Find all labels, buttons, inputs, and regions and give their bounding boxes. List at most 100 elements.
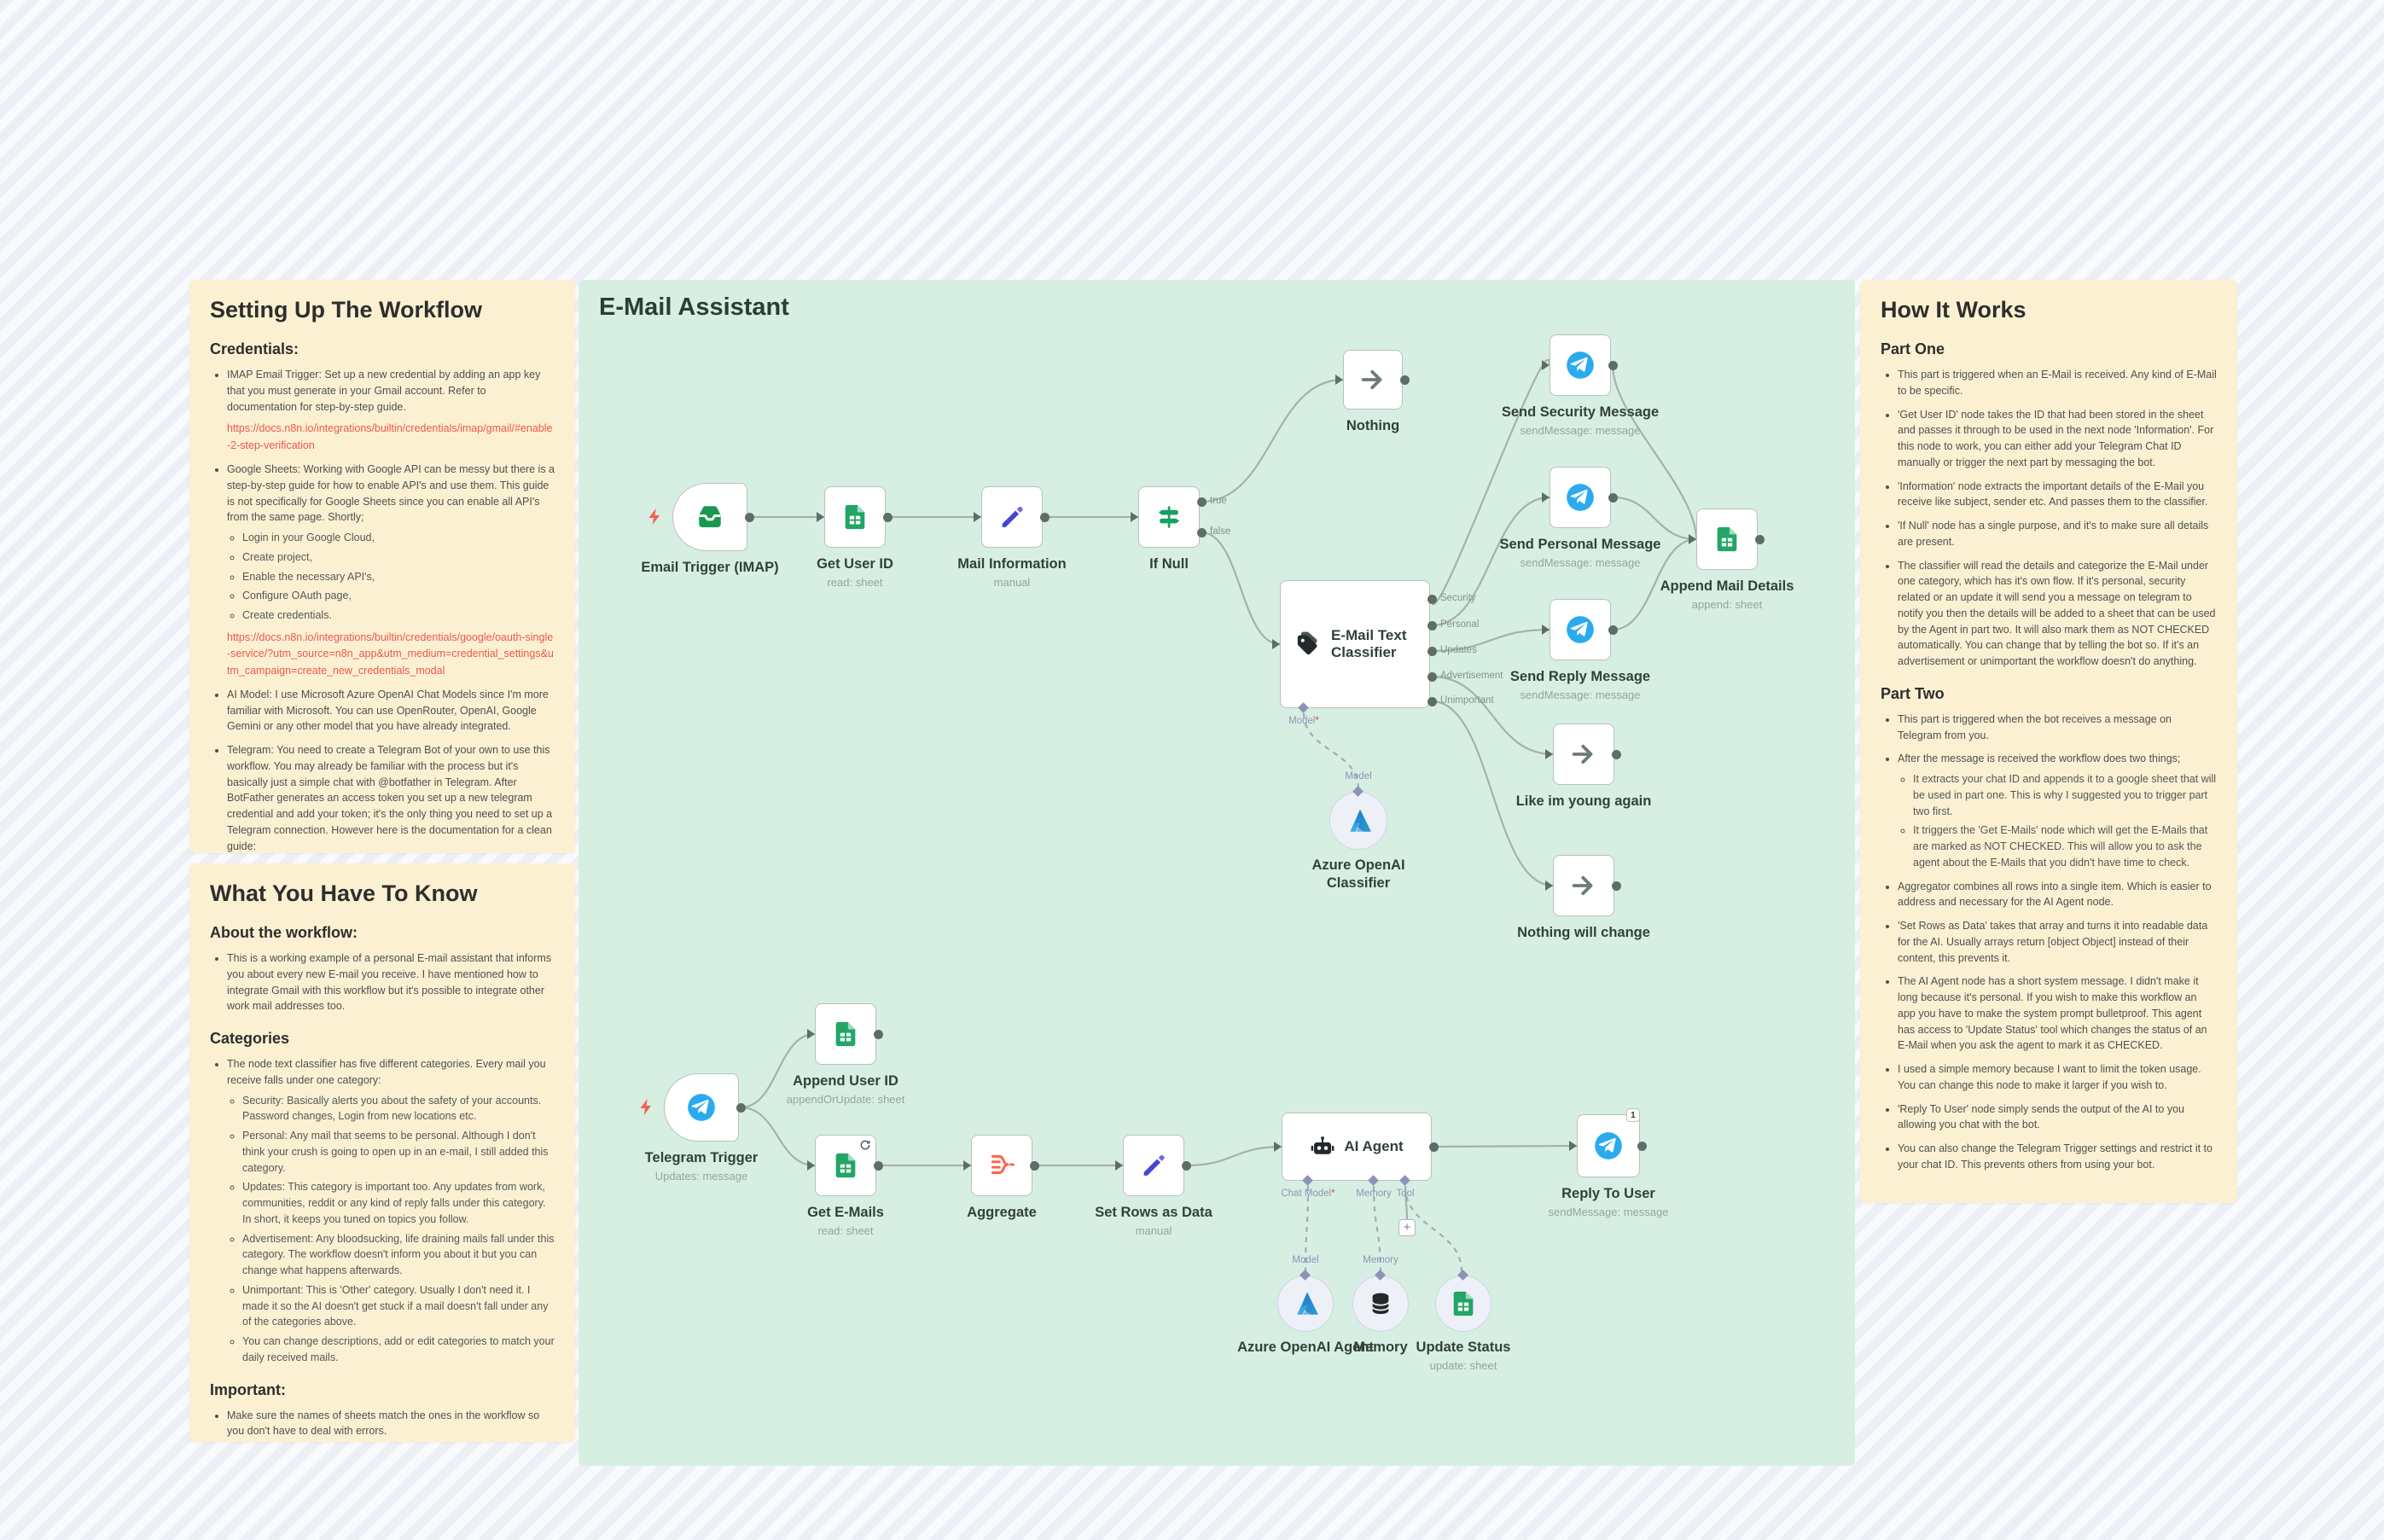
get-e-mails[interactable]: [815, 1135, 876, 1196]
azure-openai-agent[interactable]: [1277, 1276, 1334, 1332]
sheets-icon: [840, 503, 869, 532]
output-port[interactable]: [1427, 671, 1437, 682]
output-port[interactable]: [736, 1102, 746, 1113]
input-port[interactable]: [1542, 625, 1550, 635]
append-user-id[interactable]: [815, 1003, 876, 1065]
note-sub-bullet: Security: Basically alerts you about the…: [242, 1093, 555, 1125]
output-port[interactable]: [1182, 1160, 1191, 1171]
note-sub-bullet: Create credentials.: [242, 607, 555, 624]
output-port-label: Unimportant: [1440, 695, 1494, 706]
note-title: What You Have To Know: [210, 880, 478, 906]
output-port[interactable]: [745, 512, 754, 522]
sync-icon: [859, 1139, 871, 1155]
reply-to-user[interactable]: [1577, 1114, 1640, 1177]
telegram-trigger[interactable]: [664, 1073, 739, 1142]
note-bullet: This part is triggered when an E-Mail is…: [1898, 367, 2217, 399]
input-port[interactable]: [1542, 492, 1550, 503]
get-user-id[interactable]: [824, 486, 886, 548]
input-port[interactable]: [1131, 512, 1138, 522]
input-port[interactable]: [1545, 749, 1553, 759]
input-port[interactable]: [1545, 880, 1553, 891]
inbox-icon: [695, 502, 725, 532]
node-label: Like im young again: [1515, 793, 1652, 809]
note-bullet: Make sure the names of sheets match the …: [227, 1408, 555, 1440]
note-sub-bullet: Login in your Google Cloud,: [242, 530, 555, 546]
ai-agent[interactable]: AI Agent: [1282, 1113, 1432, 1181]
output-port[interactable]: [1429, 1142, 1439, 1152]
send-security-message[interactable]: [1550, 334, 1611, 396]
nothing[interactable]: [1343, 350, 1403, 410]
output-port[interactable]: [1427, 696, 1437, 706]
sticky-note-setup[interactable]: Setting Up The WorkflowCredentials:IMAP …: [189, 280, 575, 853]
input-port[interactable]: [1272, 639, 1280, 649]
aggregate[interactable]: [971, 1135, 1032, 1196]
mail-information[interactable]: [981, 486, 1043, 548]
output-port[interactable]: [874, 1029, 883, 1039]
output-port[interactable]: [874, 1160, 883, 1171]
input-port[interactable]: [1689, 534, 1696, 544]
output-port-label: Personal: [1440, 619, 1480, 630]
output-port[interactable]: [1755, 534, 1765, 544]
input-port[interactable]: [807, 1160, 815, 1171]
input-port[interactable]: [807, 1029, 815, 1039]
note-sub-bullet: It extracts your chat ID and appends it …: [1913, 771, 2217, 819]
note-bullet: This is a working example of a personal …: [227, 950, 555, 1014]
input-port[interactable]: [1335, 375, 1343, 385]
output-port[interactable]: [883, 512, 893, 522]
note-bullet: Google Sheets: Working with Google API c…: [227, 462, 555, 679]
workflow-canvas-sticky[interactable]: E-Mail Assistant: [579, 280, 1855, 1466]
input-port[interactable]: [1274, 1142, 1282, 1152]
like-im-young-again[interactable]: [1553, 724, 1614, 785]
output-port[interactable]: [1400, 375, 1410, 385]
output-port[interactable]: [1427, 594, 1437, 604]
output-port[interactable]: [1608, 360, 1618, 370]
input-port[interactable]: [1569, 1141, 1577, 1151]
doc-link[interactable]: https://docs.n8n.io/integrations/builtin…: [227, 422, 553, 451]
note-bullet: You can also change the Telegram Trigger…: [1898, 1141, 2217, 1173]
output-port[interactable]: [1030, 1160, 1039, 1171]
sub-connector-label: Memory: [1363, 1255, 1398, 1265]
sheets-icon: [831, 1020, 860, 1049]
node-label: If Null: [1149, 556, 1189, 572]
input-port[interactable]: [1542, 360, 1550, 370]
output-port[interactable]: [1608, 492, 1618, 503]
doc-link[interactable]: https://docs.n8n.io/integrations/builtin…: [227, 631, 554, 677]
output-port-label: Updates: [1440, 645, 1477, 655]
e-mail-text-classifier[interactable]: E-Mail Text Classifier: [1280, 580, 1430, 708]
send-reply-message[interactable]: [1550, 599, 1611, 660]
note-sub-bullet: Enable the necessary API's,: [242, 569, 555, 585]
input-port[interactable]: [963, 1160, 971, 1171]
output-port[interactable]: [1197, 527, 1207, 538]
output-port[interactable]: [1612, 749, 1621, 759]
output-port[interactable]: [1197, 497, 1207, 507]
trigger-bolt-icon: [645, 507, 665, 531]
email-trigger-imap[interactable]: [672, 483, 747, 551]
sub-connector-label: Tool: [1396, 1188, 1415, 1199]
nothing-will-change[interactable]: [1553, 855, 1614, 916]
output-port[interactable]: [1427, 620, 1437, 631]
input-port[interactable]: [974, 512, 981, 522]
input-port[interactable]: [1115, 1160, 1123, 1171]
azure-openai-classifier[interactable]: [1329, 792, 1387, 850]
send-personal-message[interactable]: [1550, 467, 1611, 528]
output-port[interactable]: [1427, 646, 1437, 656]
input-port[interactable]: [817, 512, 824, 522]
node-label: Azure OpenAI Agent: [1237, 1340, 1374, 1355]
note-sub-bullet: Configure OAuth page,: [242, 588, 555, 604]
add-tool-button[interactable]: +: [1398, 1219, 1416, 1236]
memory[interactable]: [1352, 1276, 1409, 1332]
update-status[interactable]: [1435, 1276, 1491, 1332]
if-null[interactable]: [1138, 486, 1200, 548]
note-section-heading: About the workflow:: [210, 924, 358, 941]
output-port[interactable]: [1612, 880, 1621, 891]
output-port[interactable]: [1637, 1141, 1647, 1151]
output-port[interactable]: [1040, 512, 1050, 522]
telegram-icon: [1564, 481, 1596, 514]
append-mail-details[interactable]: [1696, 508, 1758, 570]
set-rows-as-data[interactable]: [1123, 1135, 1184, 1196]
output-port[interactable]: [1608, 625, 1618, 635]
